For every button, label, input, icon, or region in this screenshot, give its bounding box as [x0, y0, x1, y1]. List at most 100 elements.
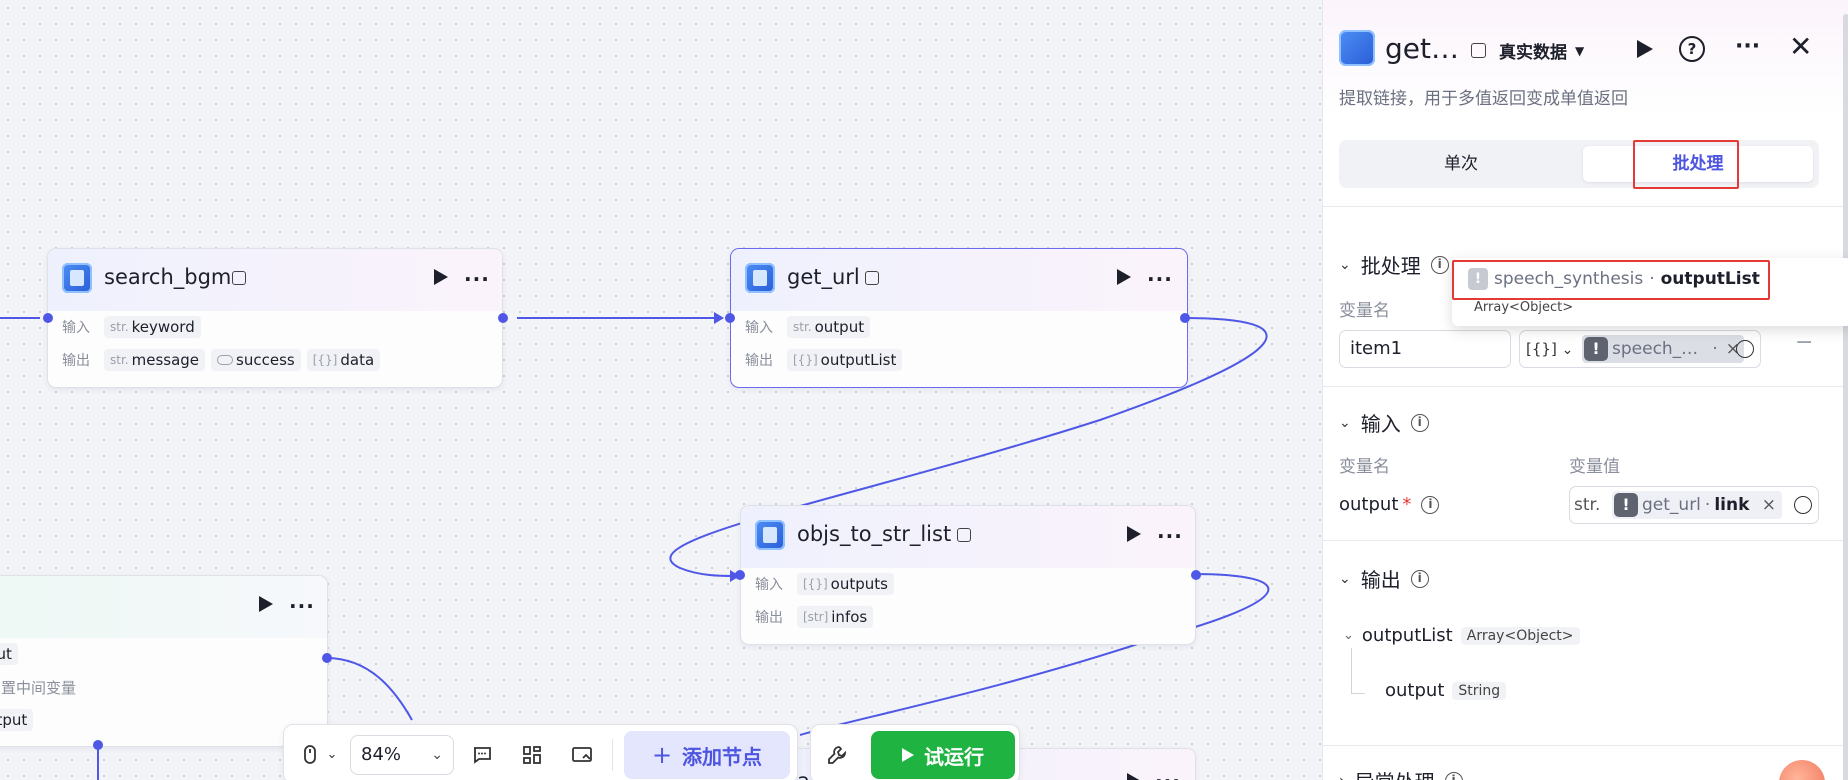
chevron-down-icon: ⌄	[1339, 256, 1351, 273]
data-source-select[interactable]: 真实数据▼	[1499, 43, 1585, 63]
port-out[interactable]	[1191, 570, 1201, 580]
toggle-icon	[217, 355, 234, 365]
type-select[interactable]: [{}] ⌄	[1526, 340, 1574, 358]
try-run-button[interactable]: 试运行	[871, 731, 1015, 779]
batch-item-ref-select[interactable]: [{}] ⌄ !speech_…·×	[1519, 330, 1761, 368]
more-icon[interactable]: ···	[1147, 267, 1173, 291]
node-title: get_url	[787, 265, 860, 289]
input-var-name: output*i	[1339, 494, 1440, 515]
run-node-icon[interactable]	[1127, 526, 1141, 542]
port-in[interactable]	[735, 570, 745, 580]
plugin-badge-icon	[1471, 43, 1486, 58]
node-partial-left[interactable]: ··· put 置中间变量 utput	[0, 575, 328, 747]
info-icon: i	[1410, 413, 1429, 432]
param-tag: str.message	[104, 349, 206, 371]
batch-item-name-input[interactable]: item1	[1339, 330, 1511, 368]
run-node-icon[interactable]	[434, 269, 448, 285]
divider	[1323, 745, 1848, 746]
node-header: objs_to_str_list ···	[741, 506, 1195, 568]
node-search-bgm[interactable]: search_bgm ··· 输入 str.keyword 输出 str.mes…	[47, 248, 503, 388]
more-icon[interactable]: ···	[464, 267, 490, 291]
node-config-panel: get… 真实数据▼ ? ··· ✕ 提取链接，用于多值返回变成单值返回 单次 …	[1322, 0, 1848, 780]
canvas-toolbar: ⌄ 84%⌄ +添加节点	[283, 724, 798, 780]
node-objs-to-str-list[interactable]: objs_to_str_list ··· 输入 [{}]outputs 输出 […	[740, 505, 1196, 645]
more-icon[interactable]: ···	[1155, 769, 1181, 780]
tab-batch[interactable]: 批处理	[1583, 146, 1813, 182]
ref-chip: !get_url·link×	[1612, 491, 1782, 519]
mode-tabs: 单次 批处理	[1339, 140, 1819, 188]
grid-icon[interactable]	[520, 743, 544, 767]
run-node-icon[interactable]	[1117, 269, 1131, 285]
zoom-select[interactable]: 84%⌄	[350, 735, 454, 775]
run-node-icon[interactable]	[259, 596, 273, 612]
chevron-down-icon: ⌄	[1343, 628, 1354, 643]
plugin-badge-icon	[865, 271, 879, 285]
wrench-icon[interactable]	[825, 743, 849, 767]
port-out[interactable]	[498, 313, 508, 323]
tool-icon	[755, 520, 785, 550]
clear-icon[interactable]: ×	[1761, 495, 1776, 515]
port-in[interactable]	[725, 313, 735, 323]
chevron-right-icon: ›	[1339, 773, 1345, 780]
suggestion-type: Array<Object>	[1474, 300, 1574, 315]
node-row: 置中间变量	[1, 678, 77, 697]
tool-icon	[1339, 30, 1375, 66]
variable-suggestion-popup: ! speech_synthesis·outputList Array<Obje…	[1452, 258, 1848, 326]
input-var-value[interactable]: str. !get_url·link×	[1569, 486, 1819, 524]
warning-icon: !	[1584, 337, 1608, 361]
warning-icon: !	[1614, 493, 1638, 517]
node-header: ···	[0, 576, 327, 638]
scrollbar[interactable]	[1843, 14, 1848, 780]
node-get-url[interactable]: get_url ··· 输入 str.output 输出 [{}]outputL…	[730, 248, 1188, 388]
param-tag: str.output	[787, 316, 871, 338]
assistant-avatar[interactable]	[1779, 760, 1825, 780]
highlight-box	[1633, 140, 1739, 189]
warning-icon: !	[1468, 268, 1488, 290]
info-icon: i	[1430, 255, 1449, 274]
node-input-row: 输入 str.keyword	[62, 316, 201, 338]
variable-picker-icon[interactable]	[1794, 496, 1812, 514]
port-out[interactable]	[322, 653, 332, 663]
port-in[interactable]	[43, 313, 53, 323]
chevron-down-icon: ⌄	[1561, 342, 1574, 358]
more-icon[interactable]: ···	[1735, 34, 1761, 59]
minimap-icon[interactable]	[570, 743, 594, 767]
run-icon[interactable]	[1637, 40, 1653, 58]
chevron-down-icon: ⌄	[1339, 570, 1351, 587]
info-icon: i	[1444, 771, 1463, 780]
add-node-button[interactable]: +添加节点	[624, 731, 790, 779]
divider	[1323, 386, 1848, 387]
comment-icon[interactable]	[470, 743, 494, 767]
port-out[interactable]	[1180, 313, 1190, 323]
tab-single[interactable]: 单次	[1444, 154, 1478, 174]
input-var-value-label: 变量值	[1569, 457, 1620, 477]
chevron-down-icon[interactable]: ⌄	[326, 747, 338, 762]
suggestion-item[interactable]: ! speech_synthesis·outputList	[1468, 268, 1760, 290]
port-bottom[interactable]	[93, 740, 103, 750]
more-icon[interactable]: ···	[1157, 524, 1183, 548]
play-icon	[902, 748, 914, 762]
tool-icon	[62, 263, 92, 293]
remove-item-icon[interactable]: −	[1795, 330, 1814, 355]
node-title: search_bgm	[104, 265, 232, 289]
panel-header-bg	[1323, 0, 1848, 115]
variable-picker-icon[interactable]	[1736, 340, 1754, 358]
help-icon[interactable]: ?	[1679, 36, 1705, 62]
plus-icon: +	[651, 741, 673, 769]
mouse-icon[interactable]	[298, 743, 322, 767]
more-icon[interactable]: ···	[289, 594, 315, 618]
input-var-name-label: 变量名	[1339, 457, 1390, 477]
chevron-down-icon: ⌄	[431, 747, 443, 763]
param-tag: [{}]data	[306, 349, 381, 371]
close-icon[interactable]: ✕	[1789, 30, 1813, 63]
exception-section-title[interactable]: ›异常处理i	[1339, 766, 1463, 780]
panel-description: 提取链接，用于多值返回变成单值返回	[1339, 89, 1628, 109]
info-icon: i	[1421, 495, 1440, 514]
run-node-icon[interactable]	[1127, 773, 1141, 780]
plugin-badge-icon	[957, 528, 971, 542]
